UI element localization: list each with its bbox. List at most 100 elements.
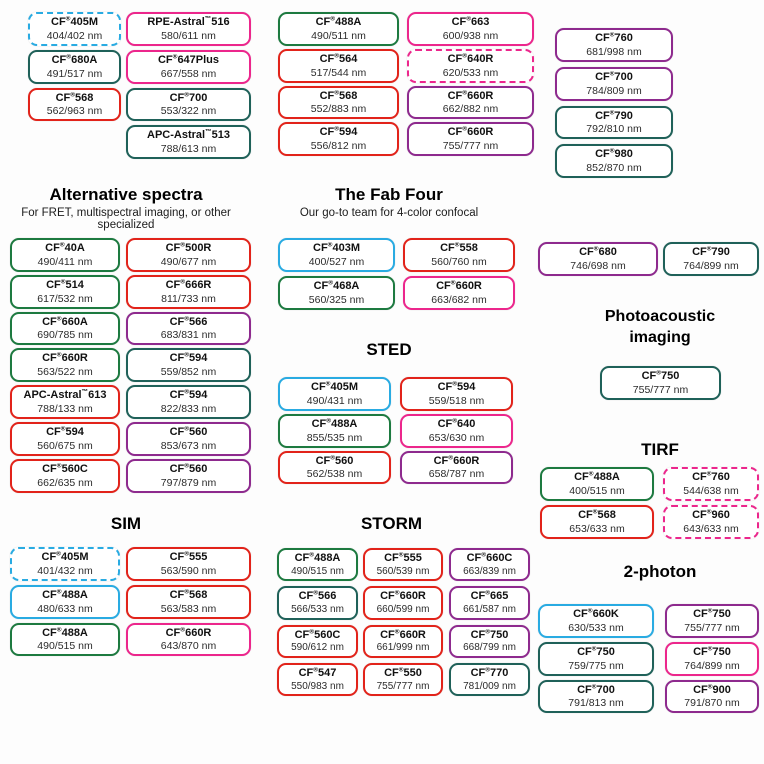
dye-name: CF®405M [41,550,89,563]
dye-excitation-emission: 552/883 nm [310,103,367,116]
dye-excitation-emission: 491/517 nm [46,67,103,80]
dye-excitation-emission: 404/402 nm [46,29,103,42]
dye-excitation-emission: 690/785 nm [37,329,93,342]
alternative-spectra-title: Alternative spectra [49,185,203,204]
dye-excitation-emission: 643/870 nm [160,640,217,653]
dye-name: CF®594 [46,425,84,439]
dye-name: CF®663 [451,15,490,28]
dye-excitation-emission: 784/809 nm [586,84,642,97]
dye-excitation-emission: 667/558 nm [160,67,217,80]
dye-excitation-emission: 550/983 nm [291,680,344,692]
dye-name: CF®514 [46,278,84,291]
dye-name: APC-Astral™613 [23,388,107,402]
dye-excitation-emission: 490/515 nm [291,565,344,577]
dye-name: CF®488A [574,470,620,483]
dye-excitation-emission: 788/613 nm [160,143,217,156]
dye-name: CF®660R [380,589,426,603]
dye-name: CF®594 [169,388,208,402]
dye-excitation-emission: 490/411 nm [37,255,93,268]
dye-name: CF®666R [165,278,212,291]
dye-name: CF®960 [692,508,730,521]
dye-name: CF®566 [169,314,208,328]
dye-excitation-emission: 653/633 nm [569,522,625,535]
dye-name: CF®405M [51,15,98,28]
dye-excitation-emission: 853/673 nm [160,439,217,452]
dye-excitation-emission: 563/590 nm [160,564,217,577]
dye-excitation-emission: 663/682 nm [431,293,487,306]
dye-excitation-emission: 788/133 nm [37,403,93,415]
dye-excitation-emission: 755/777 nm [376,680,430,692]
dye-excitation-emission: 660/599 nm [376,604,430,615]
dye-excitation-emission: 562/963 nm [46,105,103,118]
dye-excitation-emission: 791/813 nm [568,697,624,710]
photoacoustic-imaging-title: Photoacoustic imaging [604,308,716,346]
dye-excitation-emission: 662/635 nm [37,476,93,489]
dye-excitation-emission: 490/431 nm [306,394,363,407]
dye-name: CF®566 [298,589,337,603]
dye-name: CF®660R [447,125,494,139]
tirf-title: TIRF [641,440,679,459]
dye-name: CF®405M [311,380,358,393]
dye-excitation-emission: 792/810 nm [586,123,642,136]
dye-name: CF®594 [437,380,476,393]
dye-excitation-emission: 661/587 nm [463,604,516,615]
dye-excitation-emission: 480/633 nm [37,602,93,615]
dye-excitation-emission: 822/833 nm [160,403,217,415]
dye-excitation-emission: 658/787 nm [428,468,485,481]
dye-excitation-emission: 764/899 nm [684,659,740,672]
dye-name: CF®660K [573,607,619,620]
dye-excitation-emission: 556/812 nm [310,140,367,153]
dye-name: CF®660A [42,314,88,328]
dye-excitation-emission: 490/515 nm [37,640,93,653]
dye-name: CF®555 [169,550,208,563]
dye-name: CF®750 [693,645,731,658]
dye-name: RPE-Astral™516 [147,15,230,28]
dye-name: CF®750 [470,627,509,641]
dye-excitation-emission: 683/831 nm [160,329,217,342]
dye-name: CF®560C [294,627,341,641]
dye-name: CF®488A [42,625,88,639]
